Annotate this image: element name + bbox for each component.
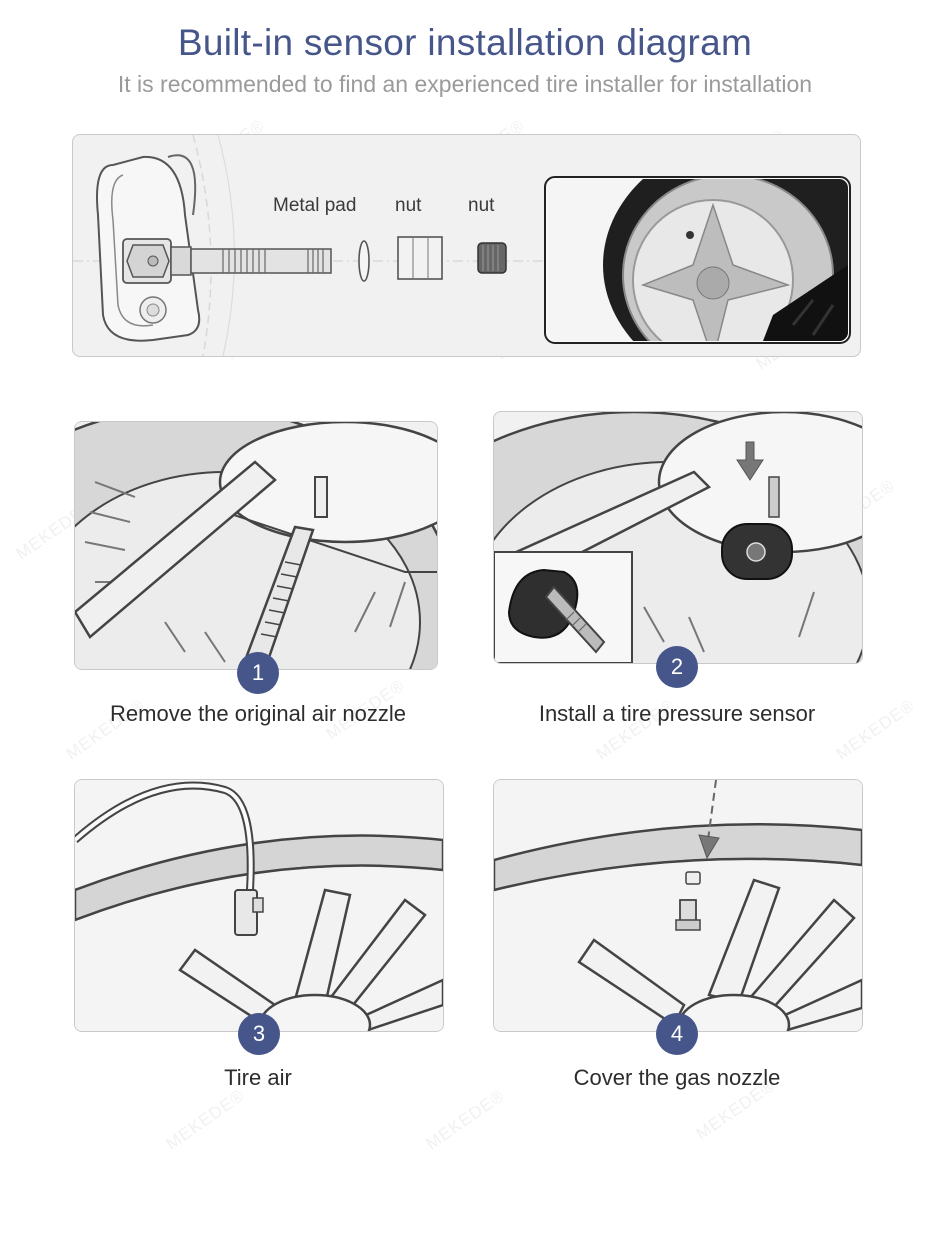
metal-pad (358, 240, 370, 282)
watermark: MEKEDE® (422, 1085, 509, 1154)
page-subtitle: It is recommended to find an experienced… (117, 71, 813, 97)
step-caption: Install a tire pressure sensor (538, 701, 816, 726)
step-4-image (493, 779, 863, 1032)
watermark: MEKEDE® (162, 1085, 249, 1154)
step-number-badge: 1 (237, 652, 279, 694)
step-1-image (74, 421, 438, 670)
step-caption: Cover the gas nozzle (573, 1065, 781, 1090)
step-number-badge: 4 (656, 1013, 698, 1055)
label-metal-pad: Metal pad (273, 195, 356, 216)
page-title: Built-in sensor installation diagram (177, 22, 753, 63)
step-3-image (74, 779, 444, 1032)
sensor-parts-diagram: Metal pad nut nut (72, 134, 861, 357)
nut-large (397, 236, 443, 280)
label-nut: nut (395, 195, 422, 216)
wheel-photo-inset (544, 176, 851, 344)
step-caption: Remove the original air nozzle (110, 701, 406, 726)
step-number-badge: 3 (238, 1013, 280, 1055)
nut-cap (477, 242, 507, 274)
step-number-badge: 2 (656, 646, 698, 688)
step-caption: Tire air (224, 1065, 292, 1090)
label-nut: nut (468, 195, 495, 216)
step-2-image (493, 411, 863, 664)
